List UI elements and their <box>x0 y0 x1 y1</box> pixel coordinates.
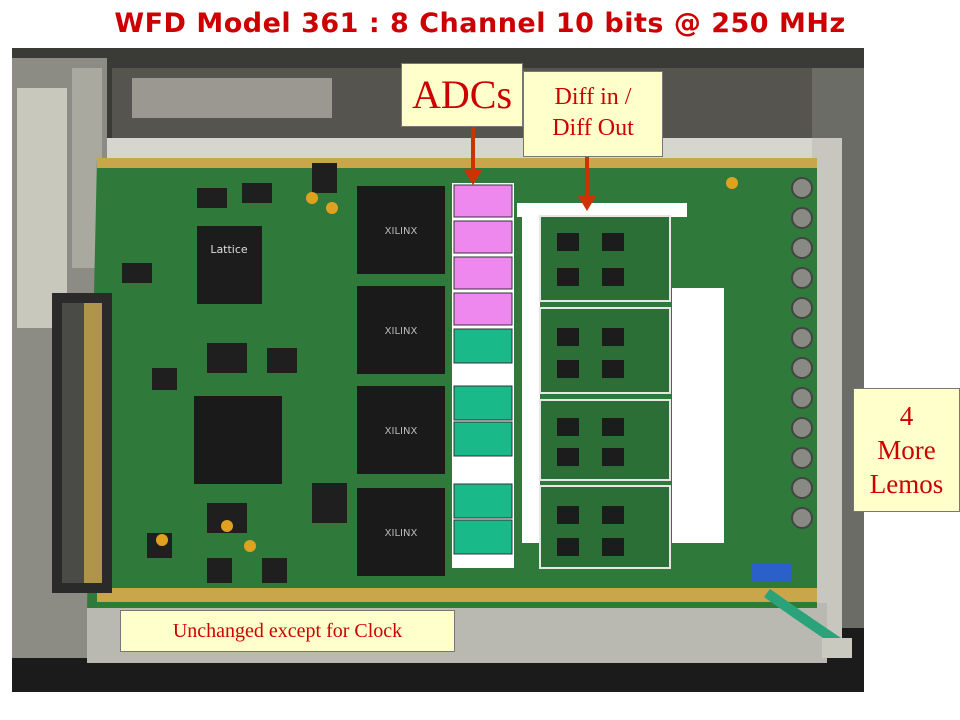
fpga-2 <box>357 286 445 374</box>
lemos-callout-line-1: 4 <box>899 401 914 431</box>
lemo-connectors <box>791 177 813 529</box>
fpga-5 <box>194 396 282 484</box>
lemos-callout-line-2: More <box>877 435 936 465</box>
svg-text:XILINX: XILINX <box>385 528 418 539</box>
lemos-callout-line-3: Lemos <box>869 469 944 499</box>
fpga-4 <box>357 488 445 576</box>
board-photo: Lattice XILINX XILINX XILINX XILINX <box>12 48 864 692</box>
adcs-callout: ADCs <box>401 63 523 127</box>
lemos-callout: 4 More Lemos <box>853 388 960 512</box>
adc-blocks <box>453 184 513 555</box>
slide-title: WFD Model 361 : 8 Channel 10 bits @ 250 … <box>114 8 846 39</box>
diff-callout-line-1: Diff in / <box>554 84 632 110</box>
lattice-chip <box>197 226 262 304</box>
top-rail <box>107 138 827 160</box>
diff-callout-line-2: Diff Out <box>552 115 634 141</box>
svg-text:XILINX: XILINX <box>385 226 418 237</box>
clock-callout: Unchanged except for Clock <box>120 610 455 652</box>
svg-text:Lattice: Lattice <box>210 243 248 256</box>
diff-amp-sections <box>539 215 671 569</box>
fpga-1 <box>357 186 445 274</box>
svg-text:XILINX: XILINX <box>385 426 418 437</box>
svg-text:XILINX: XILINX <box>385 326 418 337</box>
diff-callout: Diff in / Diff Out <box>523 71 663 157</box>
fpga-3 <box>357 386 445 474</box>
